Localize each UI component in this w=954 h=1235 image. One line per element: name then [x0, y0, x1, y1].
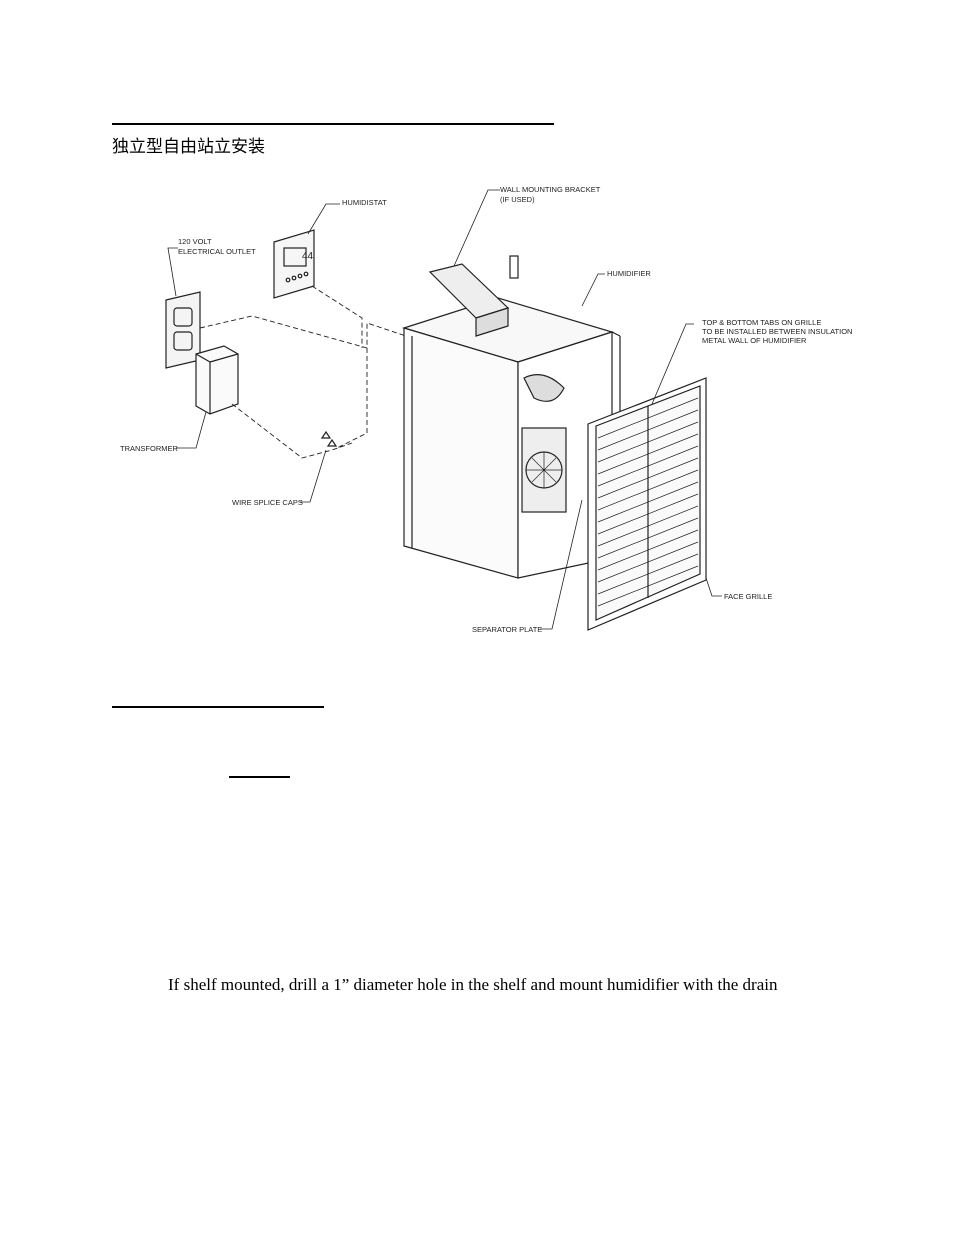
label-separator: SEPARATOR PLATE: [472, 625, 542, 634]
label-outlet-1: 120 VOLT: [178, 237, 212, 246]
label-wire-caps: WIRE SPLICE CAPS: [232, 498, 303, 507]
wall-mounting-bracket: [428, 263, 510, 337]
transformer: [195, 345, 239, 415]
humidistat-display: 44: [302, 251, 314, 262]
body-paragraph: If shelf mounted, drill a 1” diameter ho…: [168, 975, 778, 994]
label-transformer: TRANSFORMER: [120, 444, 179, 453]
humidifier-exploded-diagram: 44 HUMIDISTAT 120 VOLT ELECTRICAL OUTLET…: [120, 185, 852, 634]
face-grille: [587, 377, 707, 631]
label-bracket-1: WALL MOUNTING BRACKET: [500, 185, 601, 194]
humidistat: [273, 229, 315, 299]
label-bracket-2: (IF USED): [500, 195, 535, 204]
label-tabs-2: TO BE INSTALLED BETWEEN INSULATION AND: [702, 327, 852, 336]
label-tabs-3: METAL WALL OF HUMIDIFIER: [702, 336, 807, 345]
label-tabs-1: TOP & BOTTOM TABS ON GRILLE: [702, 318, 821, 327]
section-heading: 独立型自由站立安装: [112, 137, 265, 157]
underline-rule: [229, 776, 290, 778]
electrical-outlet: [165, 291, 201, 369]
label-face-grille: FACE GRILLE: [724, 592, 772, 601]
top-heading-rule: [112, 123, 554, 125]
second-heading-rule: [112, 706, 324, 708]
label-humidifier: HUMIDIFIER: [607, 269, 651, 278]
label-outlet-2: ELECTRICAL OUTLET: [178, 247, 256, 256]
label-humidistat: HUMIDISTAT: [342, 198, 387, 207]
